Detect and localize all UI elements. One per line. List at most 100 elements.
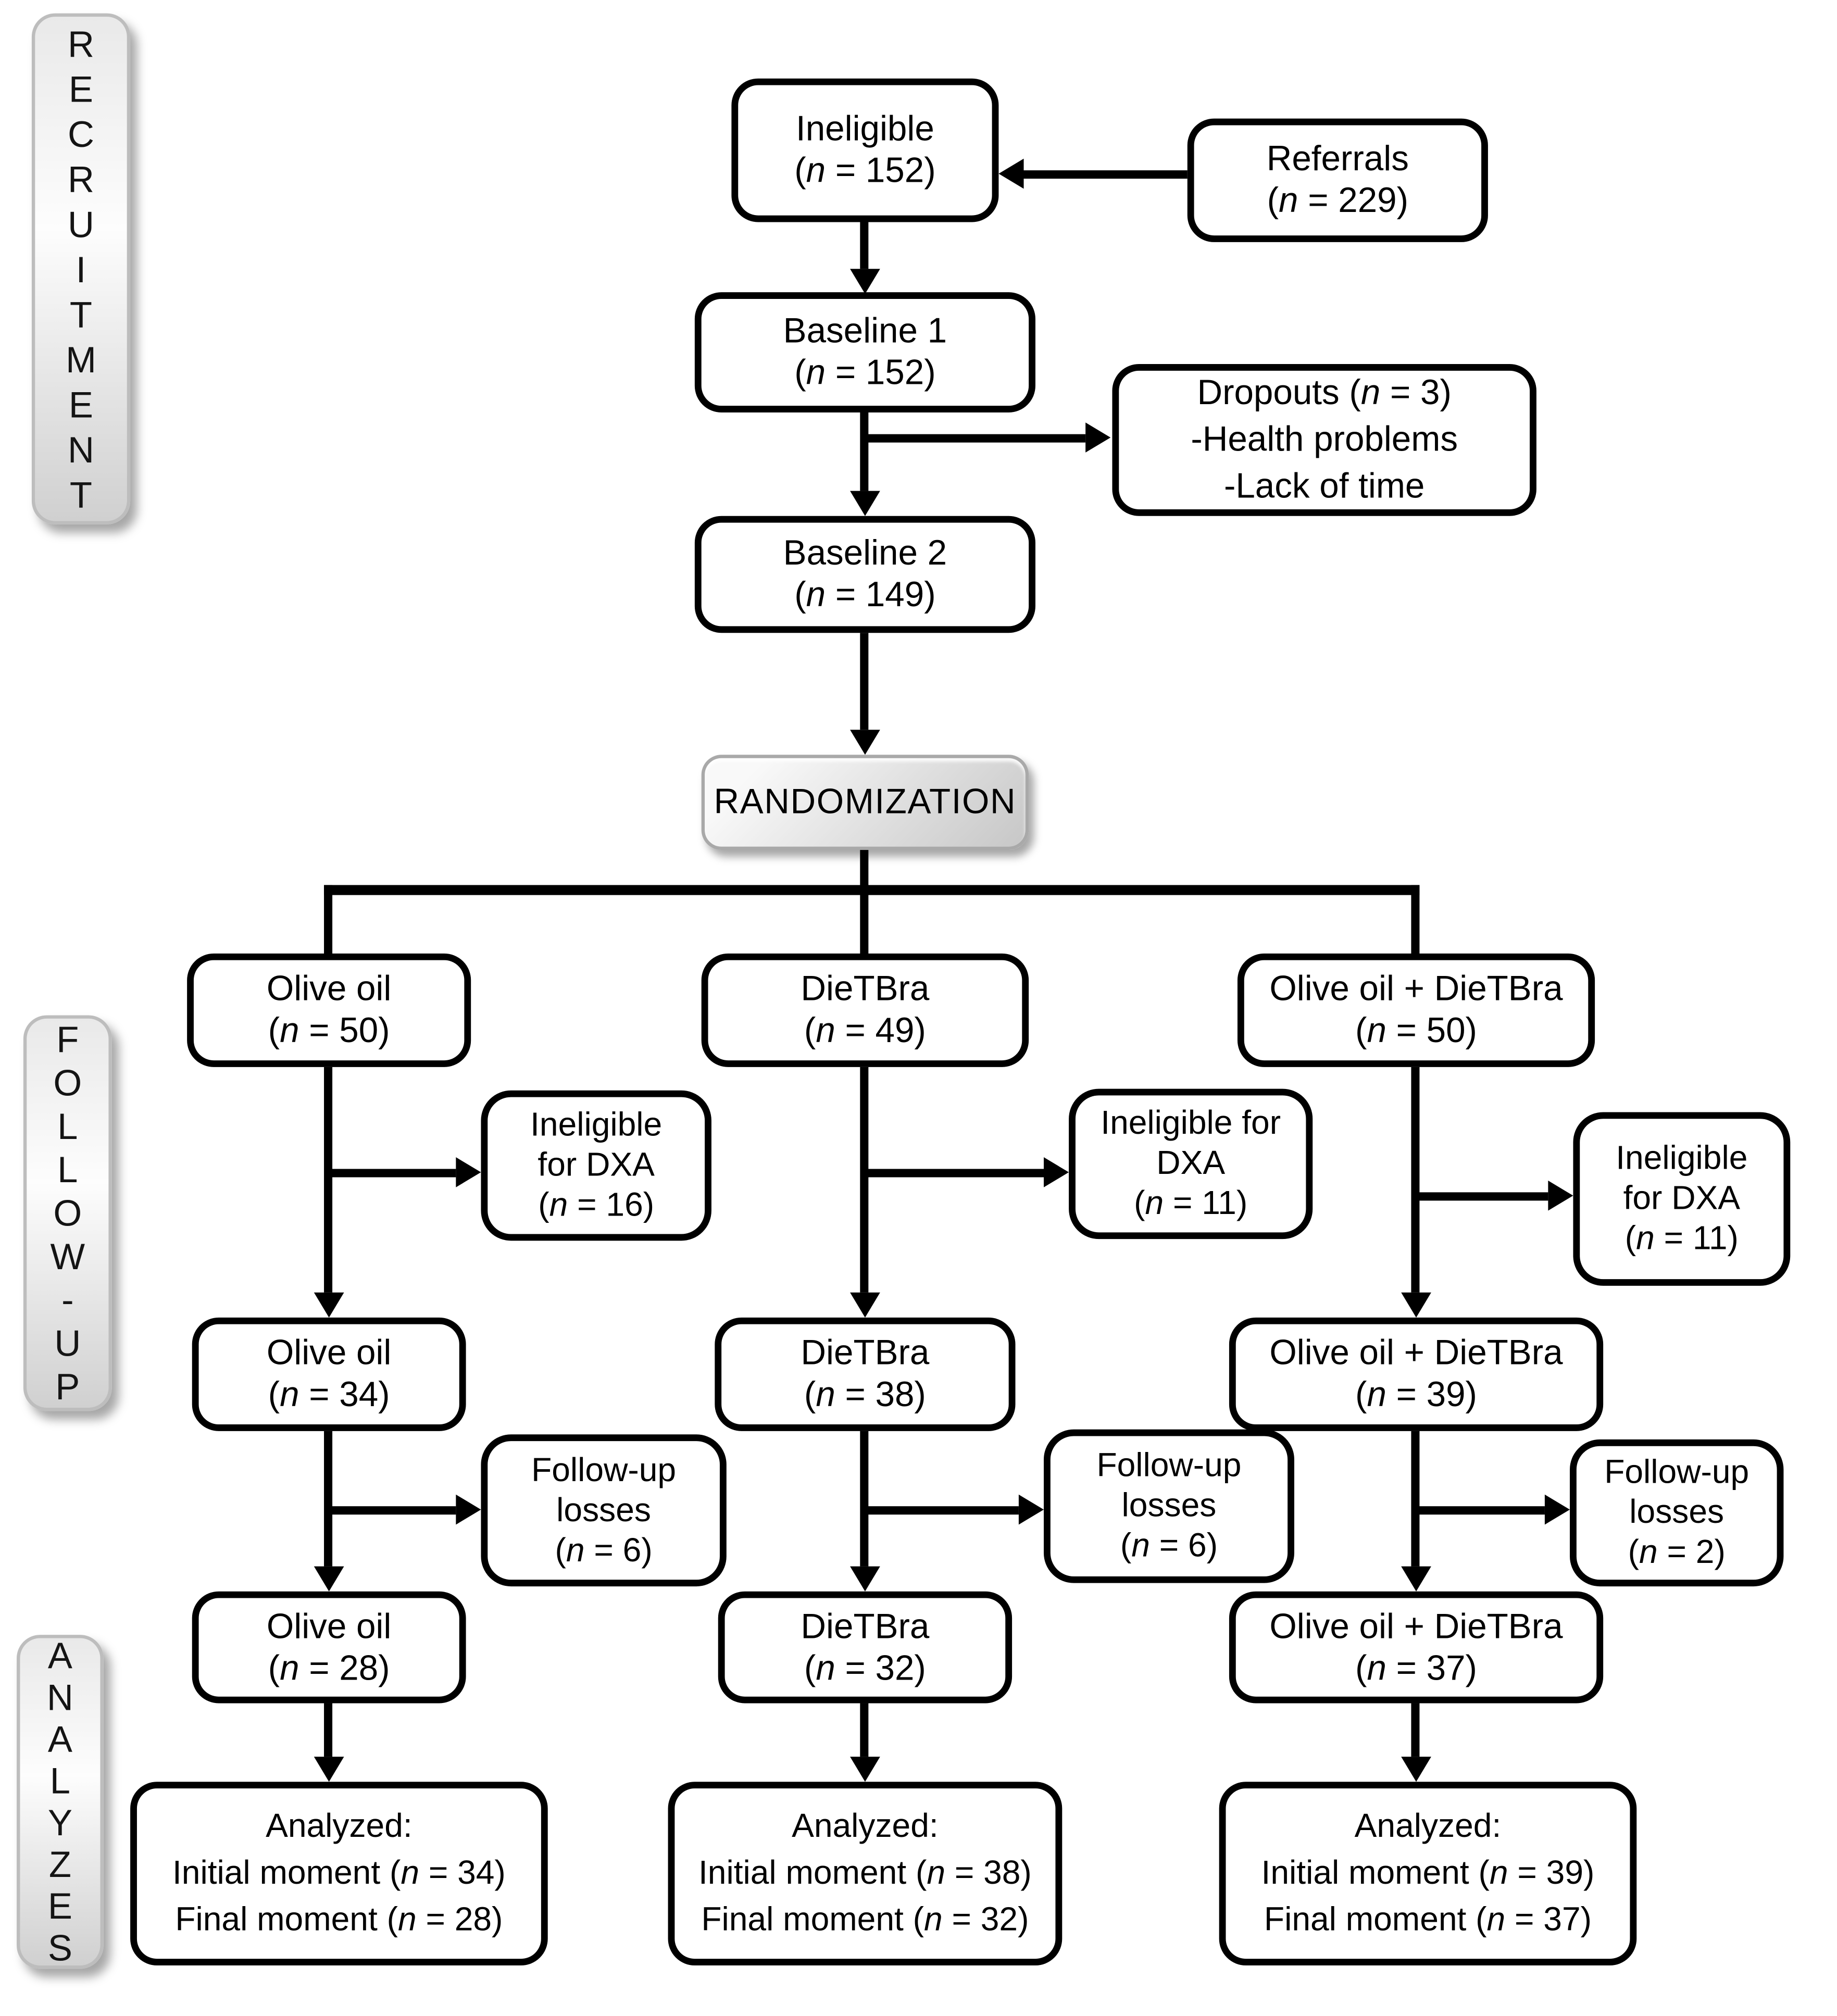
analyzed-initial: Initial moment (n = 34) [172,1855,506,1892]
box-line: for DXA [538,1147,655,1184]
connector-arm1-to-dxa [329,1169,456,1178]
box-n-value: (n = 38) [804,1376,926,1414]
box-post-losses-olive-oil: Olive oil (n = 28) [192,1591,466,1704]
box-post-losses-dietbra: DieTBra (n = 32) [718,1591,1013,1704]
box-n-value: (n = 49) [804,1012,926,1050]
box-post-losses-olive-oil-dietbra: Olive oil + DieTBra (n = 37) [1229,1591,1604,1704]
arrowhead-right-icon [1044,1157,1069,1187]
connector-postdxa3-down [1411,1431,1420,1567]
box-post-dxa-dietbra: DieTBra (n = 38) [715,1317,1016,1431]
connector-postdxa3-to-losses [1416,1506,1545,1515]
arrowhead-down-icon [850,1292,880,1318]
connector-arm1-down [324,1067,333,1293]
box-n-value: (n = 50) [268,1012,390,1050]
box-title: Ineligible [795,110,934,149]
analyzed-initial: Initial moment (n = 39) [1261,1855,1595,1892]
box-title: DieTBra [801,1334,930,1373]
arrowhead-down-icon [850,491,880,516]
box-line: Ineligible [1616,1140,1748,1178]
randomization-label: RANDOMIZATION [714,782,1017,821]
arrowhead-down-icon [1401,1757,1431,1782]
box-n-value: (n = 50) [1355,1012,1478,1050]
box-title: Baseline 1 [783,312,947,351]
box-title: Referrals [1266,140,1409,179]
box-line: Follow-up [531,1451,677,1489]
box-followup-losses-2: Follow-up losses (n = 6) [1044,1429,1294,1583]
connector-branch-left [324,885,333,956]
arrowhead-right-icon [1544,1494,1570,1525]
connector-branch-middle [860,888,869,956]
arrowhead-right-icon [1548,1180,1573,1211]
box-analyzed-olive-oil-dietbra: Analyzed: Initial moment (n = 39) Final … [1219,1782,1637,1965]
box-baseline2: Baseline 2 (n = 149) [694,516,1035,633]
arrowhead-left-icon [998,158,1024,189]
connector-arm2-down [860,1067,869,1293]
box-line: losses [1121,1487,1217,1525]
box-post-dxa-olive-oil-dietbra: Olive oil + DieTBra (n = 39) [1229,1317,1604,1431]
box-line: losses [556,1492,651,1529]
arrowhead-down-icon [850,1757,880,1782]
box-ineligible-dxa-1: Ineligible for DXA (n = 16) [481,1090,711,1241]
box-line: for DXA [1623,1180,1741,1218]
box-n-value: (n = 28) [268,1649,390,1688]
arrowhead-right-icon [456,1494,481,1525]
box-n-value: (n = 229) [1267,182,1409,221]
connector-postdxa2-to-losses [865,1506,1019,1515]
connector-randomization-down [860,850,869,888]
box-title: Dropouts (n = 3) [1197,373,1452,412]
box-title: DieTBra [801,970,930,1009]
box-n-value: (n = 11) [1624,1220,1739,1258]
connector-baseline1-to-baseline2 [860,412,869,491]
box-line: DXA [1156,1145,1226,1183]
connector-arm3-to-dxa [1416,1192,1548,1201]
arrowhead-down-icon [1401,1292,1431,1318]
connector-postdxa1-down [324,1431,333,1567]
box-line: Ineligible for [1101,1105,1281,1143]
box-followup-losses-1: Follow-up losses (n = 6) [481,1434,727,1587]
box-analyzed-olive-oil: Analyzed: Initial moment (n = 34) Final … [130,1782,548,1965]
box-arm-olive-oil-dietbra: Olive oil + DieTBra (n = 50) [1237,953,1595,1067]
box-n-value: (n = 6) [1120,1527,1218,1565]
connector-baseline1-to-dropouts [865,434,1086,443]
box-arm-olive-oil: Olive oil (n = 50) [187,953,471,1067]
connector-referrals-to-ineligible [1022,170,1188,179]
arrowhead-down-icon [314,1566,344,1592]
connector-postdxa1-to-losses [329,1506,456,1515]
box-n-value: (n = 39) [1355,1376,1478,1414]
box-n-value: (n = 16) [538,1187,655,1224]
box-line: Ineligible [530,1107,663,1144]
box-title: Analyzed: [792,1808,939,1846]
box-n-value: (n = 34) [268,1376,390,1414]
box-title: Olive oil [266,970,392,1009]
box-referrals: Referrals (n = 229) [1187,118,1488,242]
box-n-value: (n = 152) [794,152,936,191]
connector-postdxa2-down [860,1431,869,1567]
box-line: Follow-up [1604,1454,1749,1492]
box-analyzed-dietbra: Analyzed: Initial moment (n = 38) Final … [668,1782,1063,1965]
box-title: Olive oil + DieTBra [1269,970,1563,1009]
arrowhead-down-icon [314,1757,344,1782]
connector-postlosses3-down [1411,1703,1420,1757]
box-n-value: (n = 2) [1628,1534,1726,1572]
arrowhead-right-icon [1085,422,1111,453]
arrowhead-right-icon [456,1157,481,1187]
arrowhead-right-icon [1018,1494,1044,1525]
box-ineligible-dxa-2: Ineligible for DXA (n = 11) [1069,1088,1313,1239]
box-title: DieTBra [801,1607,930,1646]
box-title: Baseline 2 [783,534,947,573]
box-title: Analyzed: [266,1808,413,1846]
box-n-value: (n = 37) [1355,1649,1478,1688]
box-post-dxa-olive-oil: Olive oil (n = 34) [192,1317,466,1431]
connector-baseline2-to-randomization [860,633,869,730]
analyzed-initial: Initial moment (n = 38) [698,1855,1032,1892]
box-n-value: (n = 6) [555,1532,653,1569]
analyzed-final: Final moment (n = 28) [175,1902,503,1939]
connector-arm2-to-dxa [865,1169,1044,1178]
box-title: Olive oil [266,1607,392,1646]
